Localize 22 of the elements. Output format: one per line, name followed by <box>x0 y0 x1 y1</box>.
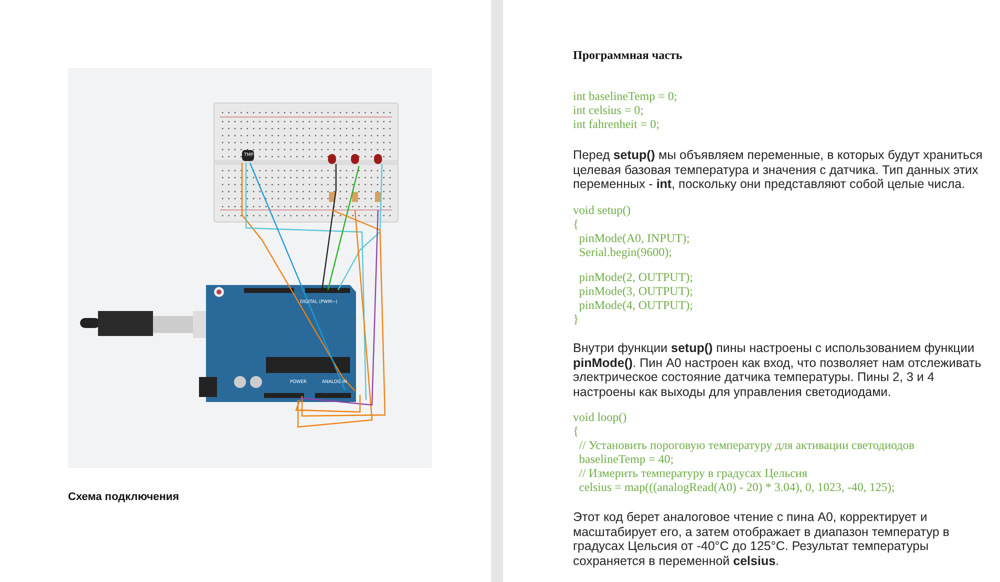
code-line: pinMode(3, OUTPUT); <box>579 284 693 298</box>
code-line: int celsius = 0; <box>573 103 644 117</box>
code-line: baselineTemp = 40; <box>579 452 674 466</box>
code-line: pinMode(2, OUTPUT); <box>579 270 693 284</box>
paragraph: Внутри функции setup() пины настроены с использованием функции pinMode(). Пин A0 настроен как вход, что позволяет нам отслеживать электрическое состояние датчика температуры. Пины 2, 3 и 4 настроены как выходы для управления светодиодами. <box>573 341 982 399</box>
section-heading: Программная часть <box>573 48 682 63</box>
code-line: { <box>573 424 579 438</box>
code-line: Serial.begin(9600); <box>579 245 672 259</box>
code-line: { <box>573 217 579 231</box>
code-line: void setup() <box>573 203 631 217</box>
figure-caption: Схема подключения <box>68 491 180 503</box>
code-line: pinMode(4, OUTPUT); <box>579 298 693 312</box>
code-line: int baselineTemp = 0; <box>573 89 678 103</box>
code-comment: // Установить пороговую температуру для активации светодиодов <box>579 438 914 452</box>
paragraph: Перед setup() мы объявляем переменные, в которых будут храниться целевая базовая температура и значения с датчика. Тип данных этих переменных - int, поскольку они представляют собой целые числа. <box>573 148 983 192</box>
code-line: celsius = map(((analogRead(A0) - 20) * 3.04), 0, 1023, -40, 125); <box>579 480 895 494</box>
code-line: } <box>573 312 579 326</box>
code-line: int fahrenheit = 0; <box>573 117 660 131</box>
code-line: pinMode(A0, INPUT); <box>579 231 690 245</box>
code-comment: // Измерить температуру в градусах Цельсия <box>579 466 808 480</box>
code-line: void loop() <box>573 410 627 424</box>
paragraph: Этот код берет аналоговое чтение с пина A0, корректирует и масштабирует его, а затем отображает в диапазон температур в градусах Цельсия от -40°C до 125°C. Результат температуры сохраняется в переменной celsius. <box>573 510 950 568</box>
